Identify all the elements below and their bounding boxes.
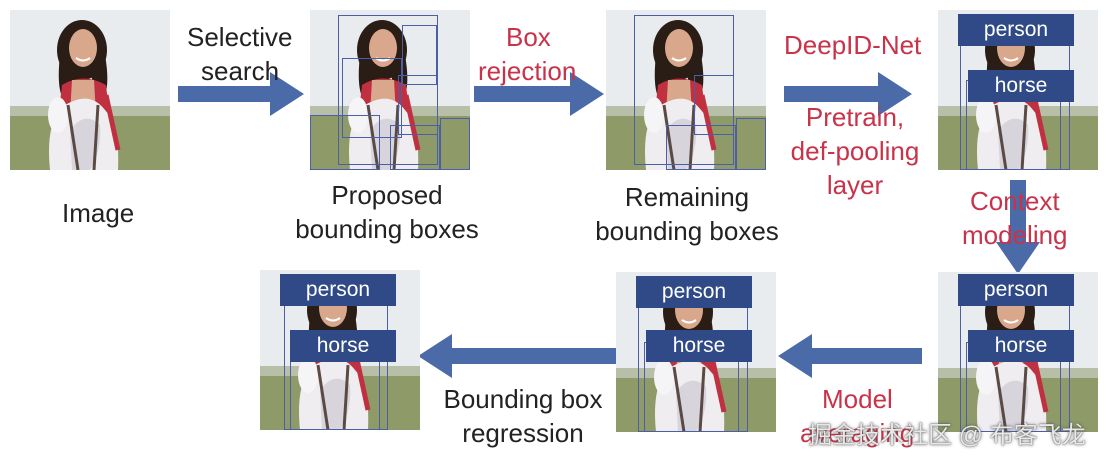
arrow-right-icon: [474, 72, 604, 116]
woman-on-horse-photo: [10, 10, 170, 170]
input-image-panel: [10, 10, 170, 170]
arrow-left-icon: [418, 334, 616, 378]
context-modeling-label: Context modeling: [962, 186, 1068, 250]
remaining-caption: Remaining bounding boxes: [595, 182, 779, 246]
proposal-box: [440, 118, 470, 170]
proposal-box: [402, 25, 437, 85]
arrow-down-icon: [996, 180, 1040, 274]
proposed-boxes-panel: [310, 10, 470, 170]
final-result-panel: person horse: [260, 270, 420, 430]
remaining-boxes-panel: [606, 10, 766, 170]
horse-tag: horse: [646, 330, 752, 362]
proposal-box: [390, 125, 440, 170]
remaining-box: [666, 125, 736, 170]
model-averaging-label: Model averaging: [800, 384, 915, 448]
image-caption: Image: [62, 198, 135, 228]
proposal-box: [398, 75, 438, 135]
box-rejection-label: Box rejection: [478, 22, 577, 86]
watermark: 掘金技术社区 @ 布客飞龙: [808, 422, 1086, 449]
person-tag: person: [958, 274, 1074, 306]
context-result-panel: person horse: [938, 272, 1098, 432]
arrow-right-icon: [178, 72, 304, 116]
selective-search-label: Selective search: [187, 22, 293, 86]
arrow-left-icon: [778, 334, 922, 378]
person-tag: person: [280, 274, 396, 306]
remaining-box: [736, 118, 766, 170]
deepid-net-label: DeepID-Net: [784, 30, 922, 60]
horse-tag: horse: [968, 330, 1074, 362]
horse-tag: horse: [968, 70, 1074, 102]
proposal-box: [310, 115, 380, 170]
horse-tag: horse: [290, 330, 396, 362]
averaging-result-panel: person horse: [616, 272, 776, 432]
person-tag: person: [636, 276, 752, 308]
pretrain-label: Pretrain, def-pooling layer: [790, 102, 920, 200]
proposal-box: [342, 58, 402, 138]
arrow-right-icon: [784, 72, 912, 116]
deepid-result-panel: person horse: [938, 10, 1098, 170]
remaining-box: [694, 75, 734, 135]
person-tag: person: [958, 14, 1074, 46]
bbox-regression-label: Bounding box regression: [443, 384, 603, 448]
proposed-caption: Proposed bounding boxes: [295, 180, 479, 244]
